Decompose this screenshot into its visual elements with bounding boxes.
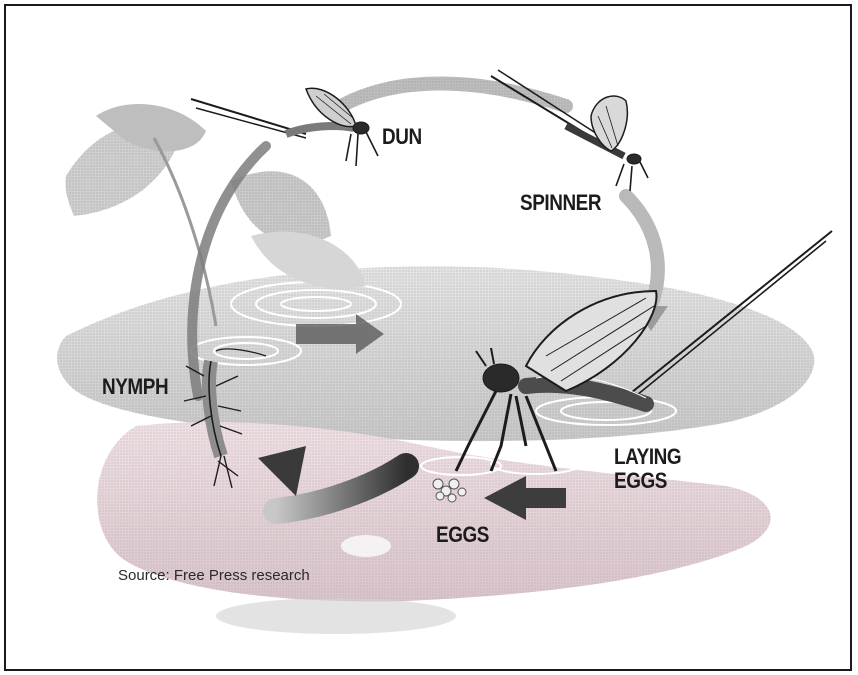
source-credit: Source: Free Press research [118, 567, 310, 584]
label-spinner: SPINNER [520, 192, 601, 214]
label-laying-eggs-line1: LAYING [614, 446, 681, 468]
label-laying-eggs-line2: EGGS [614, 470, 667, 492]
label-dun: DUN [382, 126, 422, 148]
label-nymph: NYMPH [102, 376, 168, 398]
diagram-frame: DUN SPINNER NYMPH LAYING EGGS EGGS Sourc… [4, 4, 852, 671]
label-eggs: EGGS [436, 524, 489, 546]
